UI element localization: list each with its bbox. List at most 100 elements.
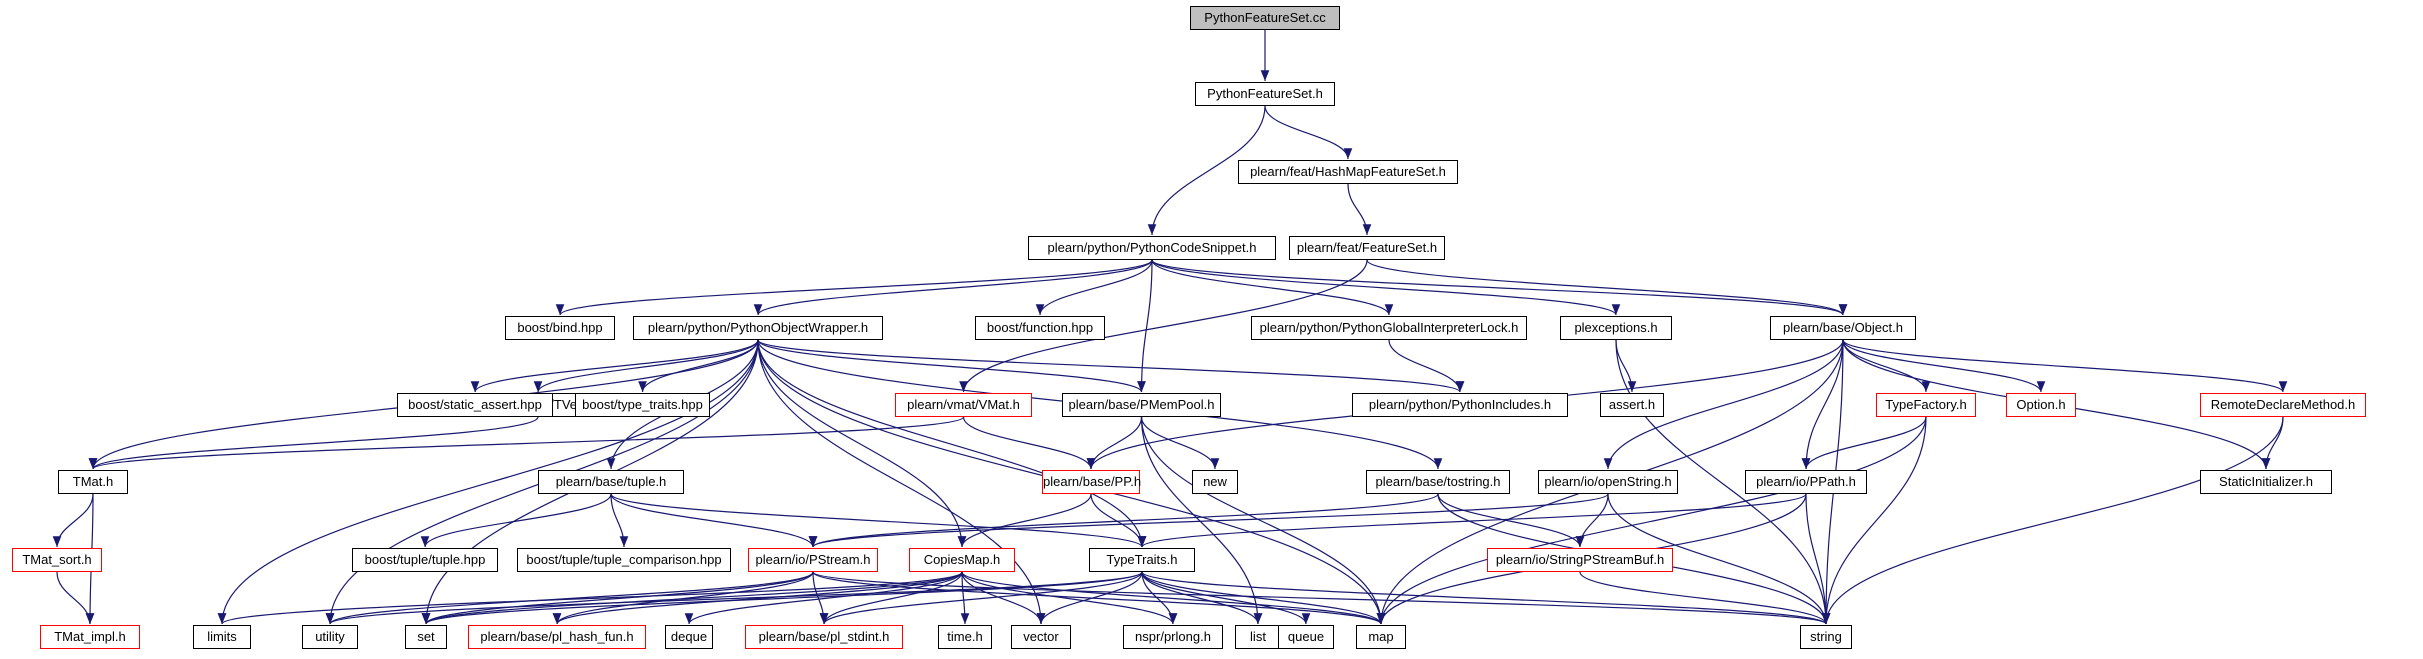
- node-option[interactable]: Option.h: [2006, 393, 2076, 417]
- node-tostring[interactable]: plearn/base/tostring.h: [1366, 470, 1510, 494]
- node-time: time.h: [938, 625, 992, 649]
- edge-remote-to-staticinit: [2261, 416, 2284, 470]
- node-staticinit[interactable]: StaticInitializer.h: [2200, 470, 2332, 494]
- edge-objwrap-to-static_assert: [470, 339, 759, 393]
- edge-pstream-to-utility: [325, 571, 814, 625]
- node-plexc[interactable]: plexceptions.h: [1560, 316, 1672, 340]
- edge-pp-to-copiesmap: [957, 493, 1092, 548]
- node-spsbuf[interactable]: plearn/io/StringPStreamBuf.h: [1487, 548, 1673, 572]
- node-stdint[interactable]: plearn/base/pl_stdint.h: [745, 625, 903, 649]
- edge-codesnip-to-bind: [555, 259, 1153, 316]
- edge-pstream-to-map: [812, 571, 1386, 625]
- node-ppath[interactable]: plearn/io/PPath.h: [1745, 470, 1867, 494]
- node-copiesmap[interactable]: CopiesMap.h: [909, 548, 1015, 572]
- node-typefactory[interactable]: TypeFactory.h: [1876, 393, 1976, 417]
- edge-typetraits-to-map: [1141, 571, 1386, 625]
- edge-pfs_h-to-hashmap: [1264, 105, 1353, 160]
- edge-codesnip-to-plexc: [1151, 259, 1621, 316]
- edge-object-to-typefactory: [1842, 339, 1931, 393]
- node-object[interactable]: plearn/base/Object.h: [1770, 316, 1916, 340]
- node-pmempool[interactable]: plearn/base/PMemPool.h: [1062, 393, 1221, 417]
- edge-objwrap-to-copiesmap: [757, 339, 967, 548]
- edge-copiesmap-to-vector: [961, 571, 1046, 625]
- node-assert: assert.h: [1600, 393, 1664, 417]
- edge-plexc-to-string: [1615, 339, 1831, 625]
- edge-codesnip-to-gil: [1151, 259, 1394, 316]
- node-list: list: [1235, 625, 1281, 649]
- node-codesnip[interactable]: plearn/python/PythonCodeSnippet.h: [1028, 236, 1276, 260]
- node-set: set: [405, 625, 447, 649]
- node-objwrap[interactable]: plearn/python/PythonObjectWrapper.h: [633, 316, 883, 340]
- edge-copiesmap-to-prlong: [961, 571, 1178, 625]
- node-openstring[interactable]: plearn/io/openString.h: [1538, 470, 1678, 494]
- node-bind: boost/bind.hpp: [505, 316, 615, 340]
- edge-tostring-to-spsbuf: [1437, 493, 1585, 548]
- node-tmat-impl[interactable]: TMat_impl.h: [40, 625, 140, 649]
- node-remote[interactable]: RemoteDeclareMethod.h: [2200, 393, 2366, 417]
- edge-openstring-to-string: [1607, 493, 1831, 625]
- node-featset[interactable]: plearn/feat/FeatureSet.h: [1289, 236, 1445, 260]
- edge-featset-to-object: [1366, 259, 1848, 316]
- edge-typetraits-to-prlong: [1141, 571, 1178, 625]
- node-pstream[interactable]: plearn/io/PStream.h: [748, 548, 878, 572]
- edge-pmempool-to-pp: [1086, 416, 1143, 470]
- edge-vmat-to-tmat: [89, 416, 965, 470]
- node-tmat-sort[interactable]: TMat_sort.h: [12, 548, 102, 572]
- node-tmat[interactable]: TMat.h: [58, 470, 128, 494]
- node-tuple[interactable]: plearn/base/tuple.h: [538, 470, 684, 494]
- edge-copiesmap-to-time: [960, 571, 970, 625]
- edge-codesnip-to-pmempool: [1137, 259, 1153, 393]
- node-string: string: [1800, 625, 1852, 649]
- edge-remote-to-string: [1821, 416, 2284, 625]
- edge-objwrap-to-vector: [757, 339, 1046, 625]
- node-gil[interactable]: plearn/python/PythonGlobalInterpreterLoc…: [1251, 316, 1527, 340]
- node-typetraits[interactable]: TypeTraits.h: [1089, 548, 1195, 572]
- edge-typefactory-to-ppath: [1801, 416, 1927, 470]
- node-hashmap[interactable]: plearn/feat/HashMapFeatureSet.h: [1238, 160, 1458, 184]
- edge-copiesmap-to-deque: [684, 571, 963, 625]
- edge-codesnip-to-function: [1035, 259, 1153, 316]
- edge-typetraits-to-set: [422, 571, 1143, 625]
- node-vmat[interactable]: plearn/vmat/VMat.h: [895, 393, 1032, 417]
- edge-typetraits-to-string: [1141, 571, 1830, 625]
- edge-pstream-to-stdint: [812, 571, 829, 625]
- edge-copiesmap-to-stdint: [819, 571, 963, 625]
- edge-pmempool-to-map: [1140, 416, 1386, 625]
- edge-vmat-to-pp: [962, 416, 1096, 470]
- node-queue: queue: [1278, 625, 1334, 649]
- edge-objwrap-to-tvec: [533, 339, 759, 393]
- edge-copiesmap-to-hashfun: [552, 571, 963, 625]
- edge-objwrap-to-limits: [217, 339, 759, 625]
- node-root: PythonFeatureSet.cc: [1190, 6, 1340, 30]
- node-pyinc[interactable]: plearn/python/PythonIncludes.h: [1352, 393, 1568, 417]
- node-boost-tuple: boost/tuple/tuple.hpp: [352, 548, 498, 572]
- edge-ppath-to-typetraits: [1137, 493, 1807, 548]
- node-tuple-cmp: boost/tuple/tuple_comparison.hpp: [517, 548, 731, 572]
- node-utility: utility: [302, 625, 358, 649]
- edge-copiesmap-to-limits: [218, 571, 963, 625]
- edge-typetraits-to-stdint: [819, 571, 1143, 625]
- edge-object-to-openstring: [1603, 339, 1844, 470]
- node-limits: limits: [193, 625, 251, 649]
- edge-object-to-remote: [1842, 339, 2288, 393]
- edge-pstream-to-set: [421, 571, 814, 625]
- edge-gil-to-pyinc: [1388, 339, 1465, 393]
- node-pfs-h[interactable]: PythonFeatureSet.h: [1195, 82, 1335, 106]
- node-vector: vector: [1011, 625, 1071, 649]
- edge-hashmap-to-featset: [1347, 183, 1372, 236]
- edge-typetraits-to-queue: [1141, 571, 1311, 625]
- edge-plexc-to-assert: [1615, 339, 1637, 393]
- node-pp[interactable]: plearn/base/PP.h: [1042, 470, 1141, 494]
- edge-tuple-to-boost_tuple: [420, 493, 612, 548]
- edge-spsbuf-to-string: [1579, 571, 1831, 625]
- edge-objwrap-to-typetraits: [757, 339, 1147, 548]
- edge-object-to-ppath: [1801, 339, 1844, 470]
- edge-tmat_sort-to-tmat_impl: [56, 571, 95, 625]
- node-map: map: [1356, 625, 1406, 649]
- node-deque: deque: [665, 625, 713, 649]
- node-hashfun[interactable]: plearn/base/pl_hash_fun.h: [468, 625, 646, 649]
- edge-featset-to-vmat: [959, 259, 1368, 393]
- edge-copiesmap-to-map: [961, 571, 1386, 625]
- edge-objwrap-to-type_traits: [638, 339, 759, 393]
- edge-typetraits-to-utility: [326, 571, 1143, 625]
